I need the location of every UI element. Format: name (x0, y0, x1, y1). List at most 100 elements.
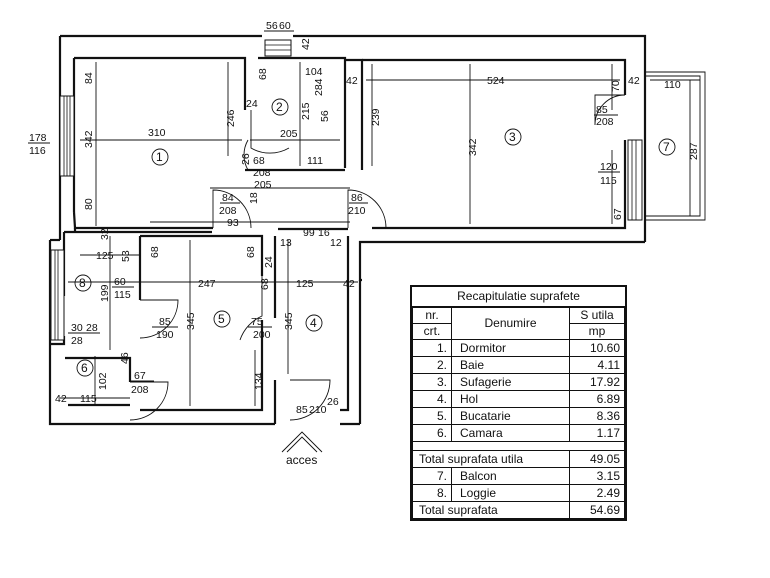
total-util-row: Total suprafata utila 49.05 (412, 450, 625, 468)
dim-text: 53 (120, 250, 132, 262)
dim-text: 125 (96, 250, 114, 262)
recap-title: Recapitulatie suprafete (412, 287, 625, 307)
access-arrow (281, 431, 323, 453)
dim-text: 75 (251, 316, 263, 328)
dim-text: 80 (83, 198, 95, 210)
stair-top (264, 39, 292, 57)
table-row: 1. Dormitor 10.60 (412, 339, 625, 357)
table-row: 4. Hol 6.89 (412, 390, 625, 408)
dim-text: 30 (71, 322, 83, 334)
dim-text: 42 (628, 75, 640, 87)
dim-text: 84 (83, 72, 95, 84)
table-row: 5. Bucatarie 8.36 (412, 407, 625, 425)
col-val-header: S utila (569, 307, 625, 324)
total-label: Total suprafata (412, 501, 570, 519)
dimension-texts: 56 60 178 116 310 205 104 111 24 42 524 … (28, 20, 681, 416)
dim-text: 13 (280, 237, 292, 249)
dim-text: 56 (319, 110, 331, 122)
dim-text: 56 (266, 20, 278, 32)
dim-text: 342 (83, 130, 95, 148)
dim-text: 102 (97, 372, 109, 390)
window-loggia (50, 249, 65, 341)
row-val: 1.17 (569, 424, 625, 442)
row-val: 10.60 (569, 339, 625, 357)
row-val: 4.11 (569, 356, 625, 374)
room-7-label: 7 (663, 140, 670, 154)
total-row: Total suprafata 54.69 (412, 501, 625, 519)
room-1-label: 1 (156, 150, 163, 164)
row-nr: 2. (412, 356, 452, 374)
row-val: 3.15 (569, 467, 625, 485)
row-val: 6.89 (569, 390, 625, 408)
room-6-label: 6 (81, 361, 88, 375)
dim-text: 18 (248, 192, 260, 204)
dim-text: 85 (296, 404, 308, 416)
dim-text: 246 (225, 109, 237, 127)
dim-text: 190 (156, 329, 174, 341)
row-name: Dormitor (451, 339, 570, 357)
access-label: acces (286, 453, 317, 467)
dim-text: 24 (263, 256, 275, 268)
dim-text: 115 (80, 393, 97, 405)
table-spacer (412, 441, 625, 451)
dim-text: 208 (219, 205, 237, 217)
dim-text: 200 (253, 329, 271, 341)
dim-text: 208 (131, 384, 149, 396)
row-nr: 1. (412, 339, 452, 357)
window-left (59, 95, 75, 177)
col-name-header: Denumire (451, 307, 570, 340)
row-name: Balcon (451, 467, 570, 485)
total-util-value: 49.05 (569, 450, 625, 468)
dim-text: 208 (253, 167, 271, 179)
dim-text: 28 (86, 322, 98, 334)
col-val-header-2: mp (569, 323, 625, 340)
dim-text: 84 (222, 192, 234, 204)
dim-text: 287 (688, 142, 700, 160)
dim-text: 24 (246, 98, 258, 110)
room-3-label: 3 (509, 130, 516, 144)
dim-text: 68 (257, 68, 269, 80)
dim-text: 342 (467, 138, 479, 156)
dim-text: 208 (596, 116, 614, 128)
row-nr: 7. (412, 467, 452, 485)
row-name: Loggie (451, 484, 570, 502)
dim-text: 178 (29, 132, 47, 144)
dim-text: 284 (313, 78, 325, 96)
dim-text: 28 (71, 335, 83, 347)
table-row: 8. Loggie 2.49 (412, 484, 625, 502)
dim-text: 32 (99, 228, 111, 240)
row-nr: 5. (412, 407, 452, 425)
dim-text: 199 (99, 284, 111, 302)
walls (48, 34, 647, 426)
dim-text: 310 (148, 127, 166, 139)
dim-text: 60 (279, 20, 291, 32)
row-val: 17.92 (569, 373, 625, 391)
table-row: 2. Baie 4.11 (412, 356, 625, 374)
row-val: 2.49 (569, 484, 625, 502)
row-name: Baie (451, 356, 570, 374)
doors (129, 94, 626, 421)
dim-text: 111 (307, 155, 323, 167)
recap-table: Recapitulatie suprafete nr. Denumire S u… (410, 285, 627, 521)
dim-text: 68 (259, 278, 271, 290)
total-util-label: Total suprafata utila (412, 450, 570, 468)
col-nr-header: nr. (412, 307, 452, 324)
dim-text: 26 (240, 153, 252, 165)
row-name: Hol (451, 390, 570, 408)
dim-text: 68 (253, 155, 265, 167)
dim-text: 68 (149, 246, 161, 258)
dim-text: 12 (330, 237, 342, 249)
dim-text: 99 (303, 227, 315, 239)
dim-text: 68 (245, 246, 257, 258)
row-name: Bucatarie (451, 407, 570, 425)
room-4-label: 4 (310, 316, 317, 330)
dim-text: 42 (300, 38, 312, 50)
dim-text: 116 (29, 145, 46, 157)
dimension-lines (60, 62, 700, 406)
dim-text: 205 (280, 128, 298, 140)
dim-text: 115 (114, 289, 131, 301)
table-row: 3. Sufagerie 17.92 (412, 373, 625, 391)
row-nr: 8. (412, 484, 452, 502)
dim-text: 42 (346, 75, 358, 87)
